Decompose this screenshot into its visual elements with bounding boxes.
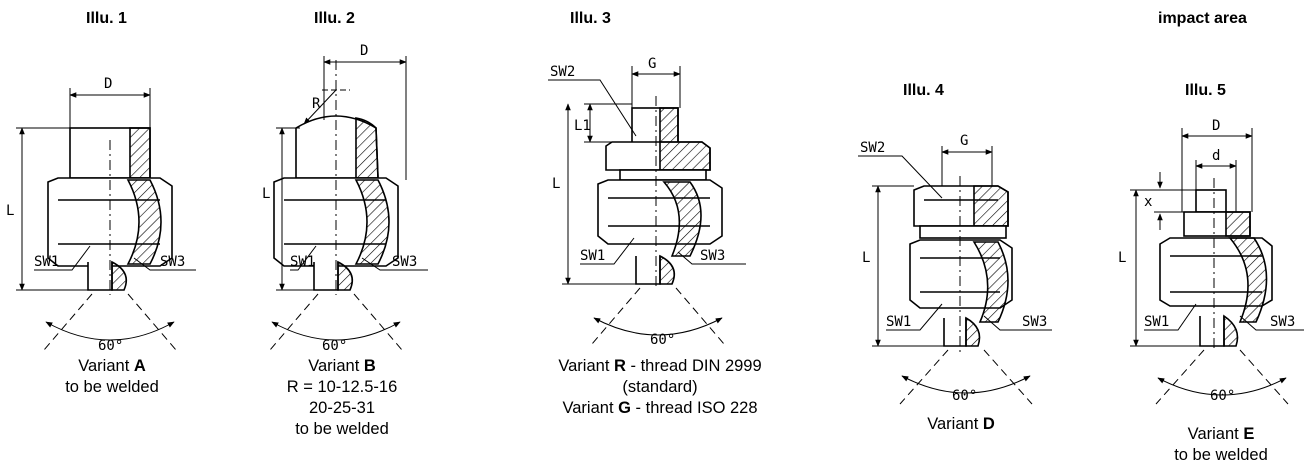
fig2-label-r: R: [312, 96, 321, 112]
heading-illu-1: Illu. 1: [86, 10, 127, 27]
fig1-label-angle: 60°: [98, 338, 123, 354]
fig4-label-angle: 60°: [952, 388, 977, 404]
fig4-label-sw1: SW1: [886, 314, 911, 330]
heading-illu-5: Illu. 5: [1185, 82, 1226, 99]
caption-variant-e: Variant E to be welded: [1141, 424, 1301, 466]
drawing-variant-r-g: [548, 66, 746, 345]
fig5-label-l: L: [1118, 250, 1126, 266]
fig2-label-angle: 60°: [322, 338, 347, 354]
fig1-label-l: L: [6, 203, 14, 219]
caption-g-line: Variant G - thread ISO 228: [562, 399, 758, 417]
fig5-label-d-main: D: [1212, 118, 1220, 134]
fig3-label-sw1: SW1: [580, 248, 605, 264]
caption-b-line4: to be welded: [295, 420, 389, 438]
fig4-label-g: G: [960, 133, 968, 149]
heading-illu-2: Illu. 2: [314, 10, 355, 27]
fig5-label-angle: 60°: [1210, 388, 1235, 404]
fig3-label-g: G: [648, 56, 656, 72]
fig3-label-l: L: [552, 176, 560, 192]
caption-r-line1: Variant R - thread DIN 2999: [558, 357, 762, 375]
caption-variant-b: Variant B R = 10-12.5-16 20-25-31 to be …: [262, 356, 422, 440]
fig2-label-d: D: [360, 43, 368, 59]
fig1-label-sw1: SW1: [34, 254, 59, 270]
drawing-variant-b: [269, 56, 428, 351]
fig5-label-sw3: SW3: [1270, 314, 1295, 330]
fig2-label-sw1: SW1: [290, 254, 315, 270]
fig4-label-sw3: SW3: [1022, 314, 1047, 330]
caption-b-line2: R = 10-12.5-16: [286, 378, 398, 396]
caption-variant-r-g: Variant R - thread DIN 2999 (standard) V…: [510, 356, 810, 419]
fig2-label-sw3: SW3: [392, 254, 417, 270]
caption-r-line2: (standard): [622, 378, 698, 396]
caption-a-line1: Variant A: [78, 357, 146, 375]
fig1-label-d: D: [104, 76, 112, 92]
fig1-label-sw3: SW3: [160, 254, 185, 270]
caption-b-line3: 20-25-31: [308, 399, 376, 417]
fig3-label-l1: L1: [574, 118, 591, 134]
fig3-label-sw2: SW2: [550, 64, 575, 80]
caption-a-line2: to be welded: [65, 378, 159, 396]
fig3-label-angle: 60°: [650, 332, 675, 348]
fig5-label-x: x: [1144, 194, 1152, 210]
drawing-variant-d: [858, 146, 1052, 405]
caption-e-line2: to be welded: [1174, 446, 1268, 464]
caption-e-line1: Variant E: [1187, 425, 1255, 443]
caption-b-line1: Variant B: [308, 357, 376, 375]
caption-variant-a: Variant A to be welded: [32, 356, 192, 398]
drawing-variant-e: [1130, 128, 1304, 405]
caption-variant-d: Variant D: [886, 414, 1036, 435]
fig4-label-sw2: SW2: [860, 140, 885, 156]
heading-illu-3: Illu. 3: [570, 10, 611, 27]
fig5-label-d-small: d: [1212, 148, 1220, 164]
drawing-variant-a: [16, 88, 196, 351]
heading-impact-area: impact area: [1158, 10, 1247, 27]
fig4-label-l: L: [862, 250, 870, 266]
fig2-label-l: L: [262, 186, 270, 202]
fig5-label-sw1: SW1: [1144, 314, 1169, 330]
heading-illu-4: Illu. 4: [903, 82, 944, 99]
fig3-label-sw3: SW3: [700, 248, 725, 264]
caption-d-line1: Variant D: [927, 415, 995, 433]
